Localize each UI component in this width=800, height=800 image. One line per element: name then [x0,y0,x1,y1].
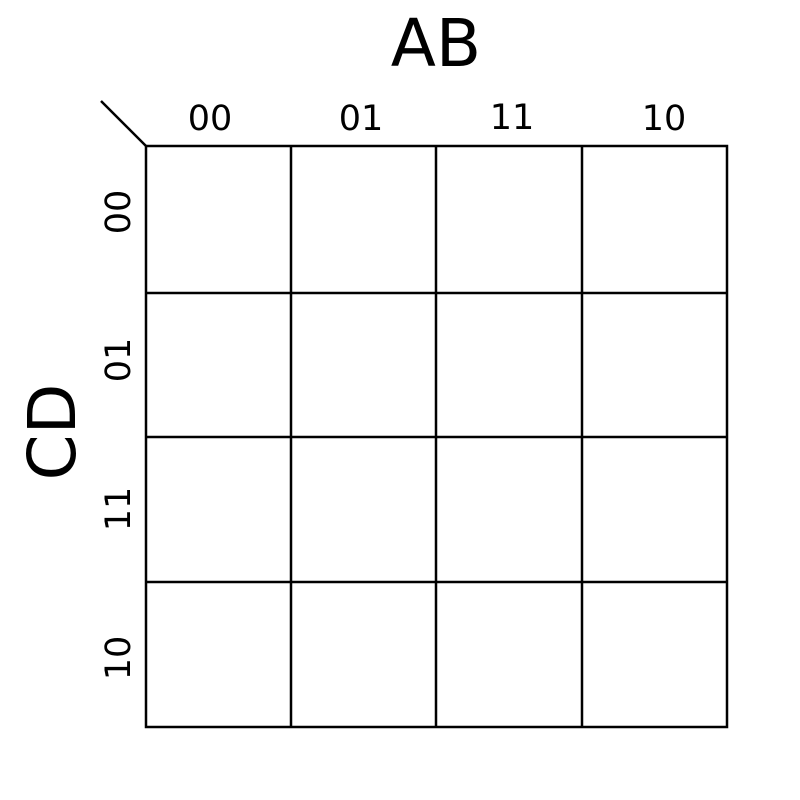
row-label: 00 [99,190,139,235]
row-variable-label: CD [14,384,91,481]
row-label: 10 [99,636,139,681]
column-label: 11 [490,98,535,138]
column-variable-label: AB [391,5,481,82]
row-label: 11 [99,487,139,532]
column-label: 00 [188,99,233,139]
corner-diagonal-line [100,100,147,147]
row-label: 01 [99,338,139,383]
kmap-grid [144,144,729,729]
column-label: 01 [339,99,384,139]
column-label: 10 [642,99,687,139]
